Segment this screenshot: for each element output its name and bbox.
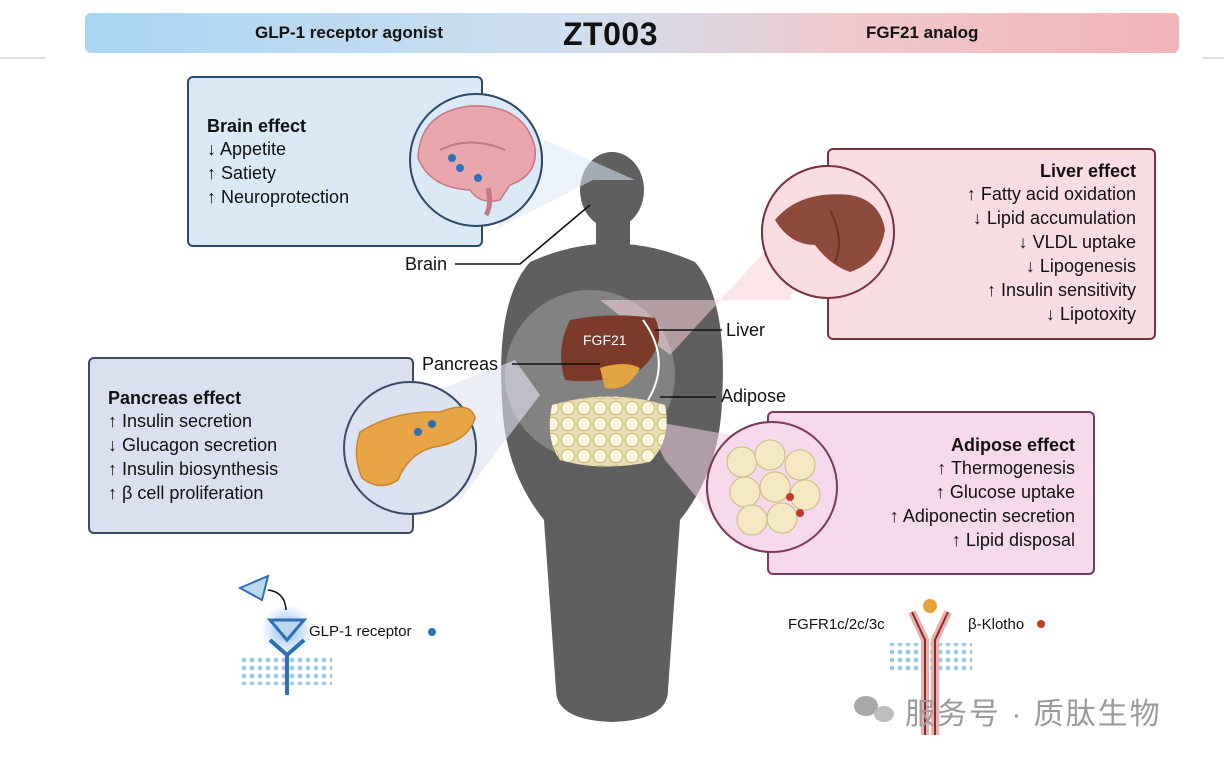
adipose-effect-title: Adipose effect <box>950 435 1075 455</box>
brain-leader <box>455 204 591 265</box>
liver-effect-line: ↑ Insulin sensitivity <box>986 280 1136 300</box>
header-bar <box>85 13 1179 53</box>
fgfr-label: FGFR1c/2c/3c <box>788 616 885 633</box>
fgf21-label: FGF21 <box>583 332 627 348</box>
liver-beam <box>600 180 830 355</box>
liver-label: Liver <box>726 320 766 340</box>
brain-effect-line: ↓ Appetite <box>207 139 287 159</box>
adipose-effect-line: ↑ Adiponectin secretion <box>889 506 1075 526</box>
pancreas-on-body <box>600 364 640 389</box>
adipose-label: Adipose <box>721 386 787 406</box>
fgfr-klotho-graphic <box>890 599 1045 735</box>
pancreas-effect-line: ↑ Insulin biosynthesis <box>108 459 279 479</box>
pancreas-effect-title: Pancreas effect <box>108 388 242 408</box>
adipose-effect-line: ↑ Glucose uptake <box>935 482 1075 502</box>
brain-label: Brain <box>405 254 448 274</box>
pancreas-effect-line: ↑ β cell proliferation <box>108 483 264 503</box>
liver-effect-line: ↓ Lipotoxity <box>1045 304 1136 324</box>
liver-effect-text: Liver effect ↑ Fatty acid oxidation ↓ Li… <box>900 161 1136 326</box>
watermark-text: 服务号 · 质肽生物 <box>905 698 1162 731</box>
klotho-label: β-Klotho <box>968 616 1025 633</box>
liver-effect-line: ↓ Lipogenesis <box>1025 256 1136 276</box>
pancreas-effect-line: ↑ Insulin secretion <box>108 411 253 431</box>
glp1-agonist-label: GLP-1 receptor agonist <box>255 23 443 42</box>
fgf21-analog-label: FGF21 analog <box>866 23 979 42</box>
liver-effect-line: ↑ Fatty acid oxidation <box>966 184 1136 204</box>
liver-effect-line: ↓ Lipid accumulation <box>972 208 1136 228</box>
adipose-on-body <box>549 396 667 467</box>
brain-effect-text: Brain effect ↓ Appetite ↑ Satiety ↑ Neur… <box>207 116 349 209</box>
page-title: ZT003 <box>563 16 658 52</box>
adipose-effect-text: Adipose effect ↑ Thermogenesis ↑ Glucose… <box>840 435 1075 552</box>
brain-effect-title: Brain effect <box>207 116 307 136</box>
adipose-effect-line: ↑ Lipid disposal <box>951 530 1075 550</box>
pancreas-label: Pancreas <box>422 354 499 374</box>
liver-effect-title: Liver effect <box>1039 161 1136 181</box>
pancreas-effect-text: Pancreas effect ↑ Insulin secretion ↓ Gl… <box>108 388 278 505</box>
brain-effect-line: ↑ Neuroprotection <box>207 187 350 207</box>
brain-effect-line: ↑ Satiety <box>207 163 277 183</box>
pancreas-effect-line: ↓ Glucagon secretion <box>108 435 278 455</box>
glp1-receptor-label: GLP-1 receptor <box>309 623 412 640</box>
wechat-logo-icon <box>854 696 894 722</box>
adipose-effect-line: ↑ Thermogenesis <box>937 458 1075 478</box>
glp1-receptor-graphic <box>237 574 436 695</box>
fgf21-arc <box>642 319 660 401</box>
liver-effect-line: ↓ VLDL uptake <box>1018 232 1136 252</box>
